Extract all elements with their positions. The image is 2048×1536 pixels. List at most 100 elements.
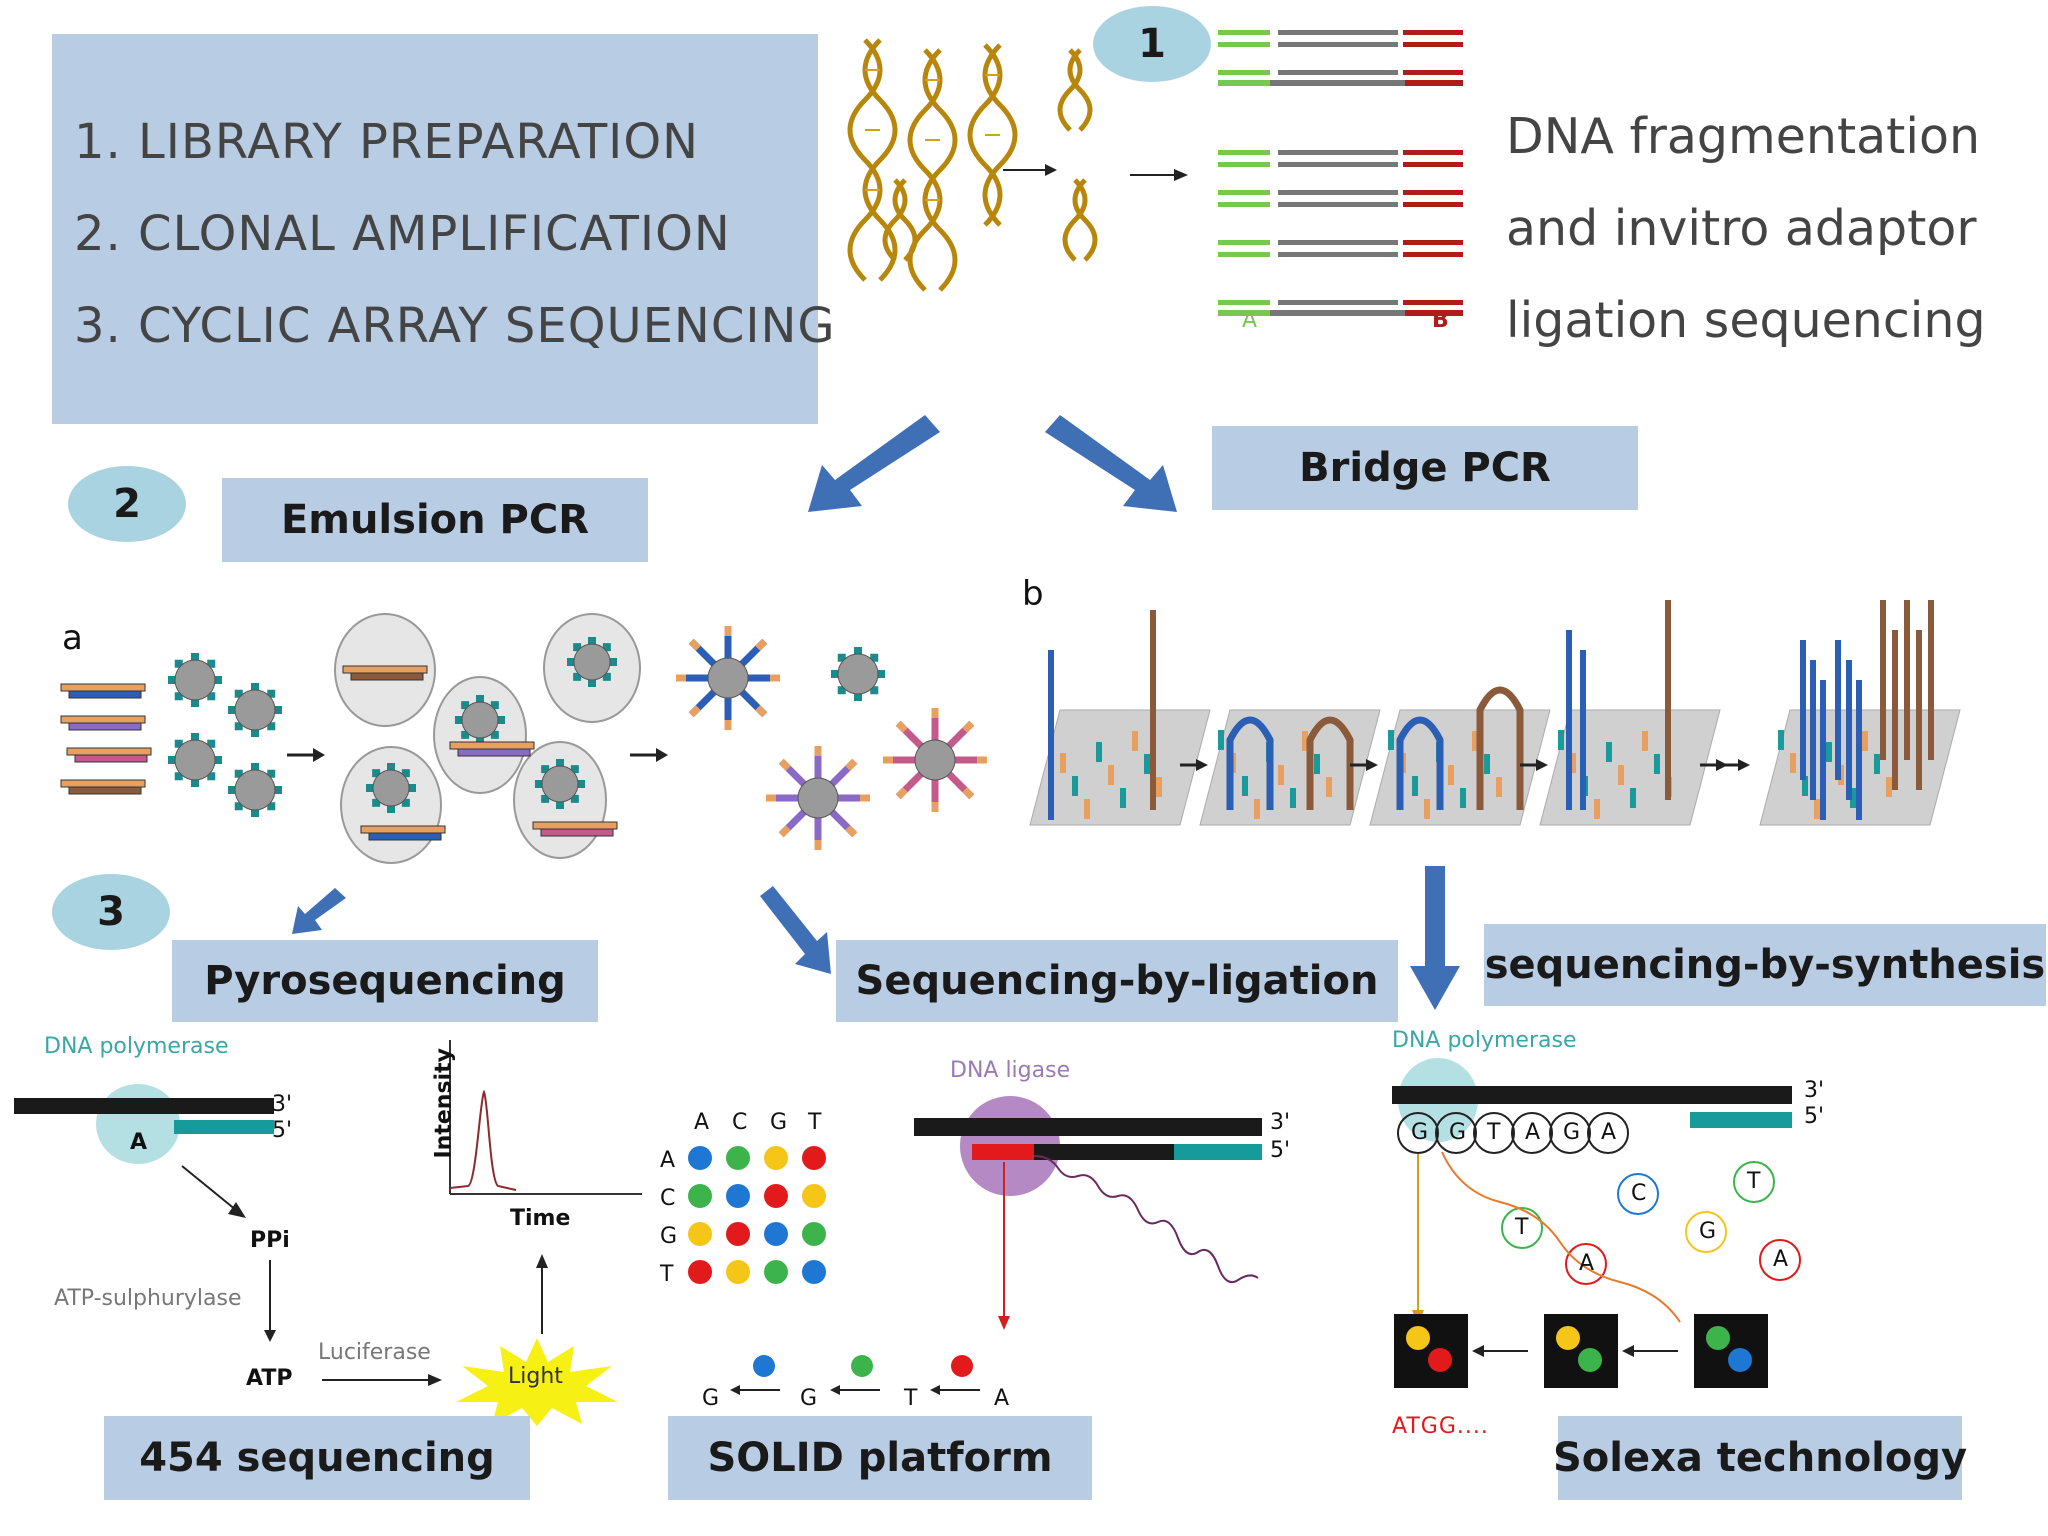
surface-primer <box>1642 731 1648 751</box>
bridge-strand <box>1580 650 1586 810</box>
matrix-dot <box>688 1184 712 1208</box>
surface-primer <box>1242 776 1248 796</box>
matrix-dot <box>764 1184 788 1208</box>
pyro-five-prime: 5' <box>272 1118 293 1143</box>
bridge-strand <box>1880 600 1886 760</box>
step-cyclic-array-sequencing: 3. CYCLIC ARRAY SEQUENCING <box>74 298 836 354</box>
steps-panel: 1. LIBRARY PREPARATION 2. CLONAL AMPLIFI… <box>52 34 835 424</box>
bridge-strand <box>1810 660 1816 800</box>
adaptor-fragment <box>1218 150 1463 167</box>
solexa-five-prime: 5' <box>1804 1104 1825 1129</box>
surface-primer <box>1302 731 1308 751</box>
solid-three-prime: 3' <box>1270 1110 1291 1135</box>
solid-ligase-diagram <box>914 1096 1262 1330</box>
emulsion-step-arrow <box>287 748 325 762</box>
solexa-base-letter: T <box>1515 1215 1529 1240</box>
adaptor-fragment <box>1218 240 1463 257</box>
matrix-dot <box>726 1260 750 1284</box>
bead <box>567 637 617 687</box>
surface-primer <box>1254 799 1260 819</box>
dna-strand <box>66 747 152 763</box>
matrix-dot <box>726 1184 750 1208</box>
solexa-base-letter: A <box>1601 1120 1617 1145</box>
surface-primer <box>1618 765 1624 785</box>
arrow-to-pyrosequencing <box>292 888 346 934</box>
solid-enzyme-label: DNA ligase <box>950 1058 1071 1083</box>
bead <box>366 763 416 813</box>
panel-letter-b: b <box>1022 574 1044 614</box>
dna-strand <box>360 825 446 841</box>
intensity-time-plot <box>449 1040 642 1195</box>
label-pyrosequencing: Pyrosequencing <box>172 940 598 1022</box>
amplified-bead <box>883 708 987 812</box>
solexa-base-letter: C <box>1631 1181 1647 1206</box>
fragmentation-arrow <box>1130 169 1188 181</box>
light-burst-icon <box>456 1338 618 1426</box>
solid-read-base: A <box>994 1386 1010 1411</box>
surface-primer <box>1096 742 1102 762</box>
surface-primer <box>1072 776 1078 796</box>
solid-five-prime: 5' <box>1270 1138 1291 1163</box>
solid-read-base: G <box>800 1386 818 1411</box>
adaptor-fragment <box>1218 190 1463 207</box>
solid-read-base: T <box>904 1386 918 1411</box>
matrix-dot <box>726 1222 750 1246</box>
surface-primer <box>1424 799 1430 819</box>
surface-primer <box>1886 777 1892 797</box>
pyro-enzyme-label: DNA polymerase <box>44 1034 229 1059</box>
matrix-row-label: G <box>660 1224 678 1249</box>
surface-primer <box>1558 730 1564 750</box>
matrix-dot <box>764 1146 788 1170</box>
bridge-strand <box>1928 600 1934 760</box>
surface-primer <box>1108 765 1114 785</box>
surface-primer <box>1606 742 1612 762</box>
matrix-col-label: C <box>732 1110 748 1135</box>
template-base-circle <box>1549 1112 1591 1154</box>
free-nucleotide <box>1565 1243 1607 1285</box>
arrow-to-bridge-pcr <box>1045 415 1177 512</box>
surface-primer <box>1278 765 1284 785</box>
bead <box>455 695 505 745</box>
label-sequencing-by-ligation: Sequencing-by-ligation <box>836 940 1398 1022</box>
fragmentation-text-line-3: ligation sequencing <box>1506 292 1986 349</box>
cluster-image-tile <box>1544 1314 1618 1388</box>
surface-primer <box>1448 765 1454 785</box>
matrix-col-label: G <box>770 1110 788 1135</box>
surface-primer <box>1826 742 1832 762</box>
label-solexa-technology: Solexa technology <box>1553 1416 1967 1500</box>
pyro-ppi: PPi <box>250 1228 290 1253</box>
bridge-strand <box>1820 680 1826 820</box>
bead <box>168 733 222 787</box>
dna-strand <box>60 683 146 699</box>
label-bridge-pcr: Bridge PCR <box>1212 426 1638 510</box>
bridge-arch <box>1476 686 1524 810</box>
badge-step-3: 3 <box>52 874 170 950</box>
matrix-dot <box>764 1222 788 1246</box>
free-nucleotide <box>1617 1173 1659 1215</box>
bridge-arch <box>1226 716 1274 810</box>
dna-strand <box>342 665 428 681</box>
solexa-base-letter: A <box>1525 1120 1541 1145</box>
bridge-step-arrow <box>1520 759 1548 771</box>
bridge-pcr-illustration <box>1029 600 1961 826</box>
arrow-to-seq-by-ligation <box>760 886 831 974</box>
free-nucleotide <box>1759 1239 1801 1281</box>
matrix-dot <box>688 1146 712 1170</box>
solexa-base-letter: T <box>1487 1120 1501 1145</box>
matrix-col-label: T <box>808 1110 822 1135</box>
dna-strand <box>60 779 146 795</box>
solexa-synthesis-diagram <box>1392 1058 1801 1388</box>
matrix-row-label: T <box>660 1262 674 1287</box>
pyro-luciferase: Luciferase <box>318 1340 431 1365</box>
cluster-image-tile <box>1694 1314 1768 1388</box>
surface-primer <box>1814 799 1820 819</box>
solexa-base-letter: A <box>1773 1247 1789 1272</box>
matrix-col-label: A <box>694 1110 710 1135</box>
matrix-dots <box>688 1146 826 1284</box>
surface-primer <box>1388 730 1394 750</box>
bridge-strand <box>1800 640 1806 780</box>
solexa-base-letter: G <box>1699 1219 1717 1244</box>
surface-primer <box>1314 754 1320 774</box>
dna-strand <box>60 715 146 731</box>
